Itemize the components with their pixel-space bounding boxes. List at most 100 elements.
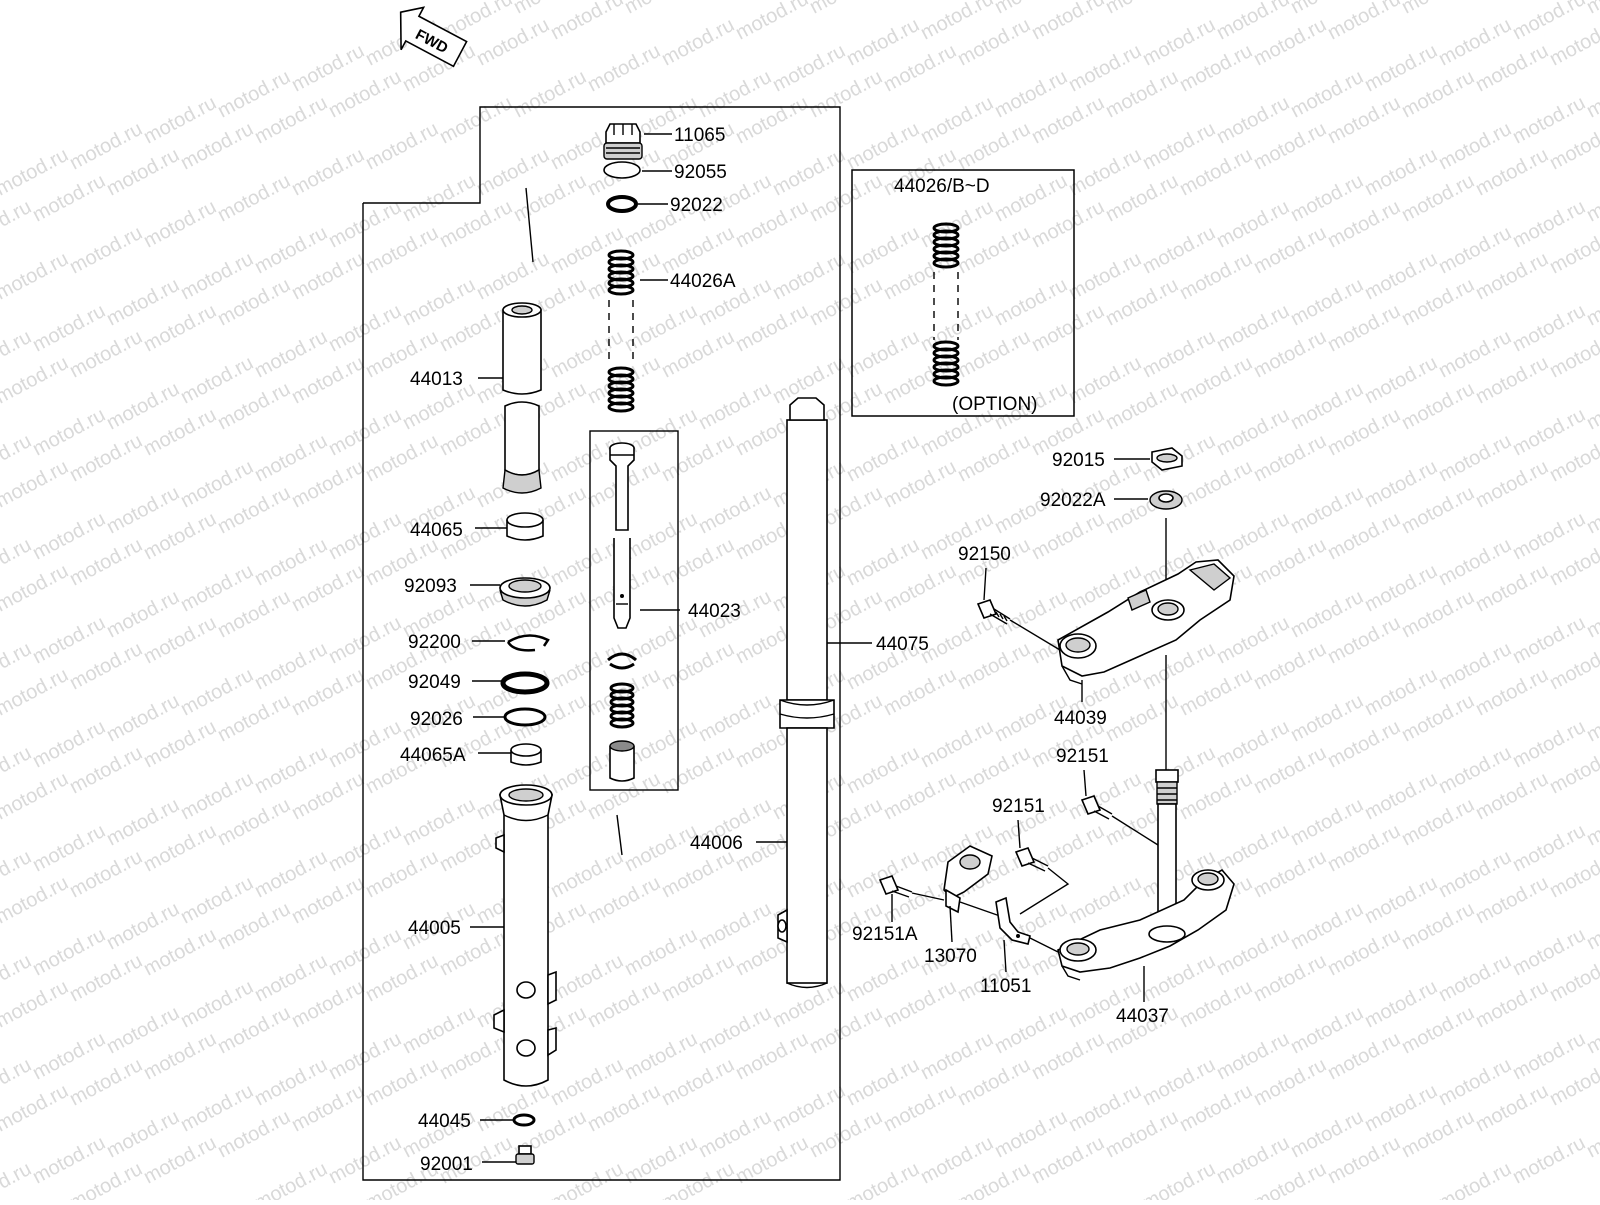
bolt-92151-upper bbox=[1080, 795, 1113, 820]
watermark-text: motod.ru bbox=[0, 1158, 35, 1200]
label-44005: 44005 bbox=[408, 918, 461, 939]
watermark-text: motod.ru bbox=[843, 1158, 923, 1200]
watermark-text: motod.ru bbox=[658, 14, 738, 70]
watermark-text: motod.ru bbox=[288, 144, 368, 200]
outer-tube-44005 bbox=[493, 784, 557, 1087]
spring-coil bbox=[932, 375, 960, 387]
label-92200: 92200 bbox=[408, 632, 461, 653]
watermark-text: motod.ru bbox=[0, 456, 72, 512]
label-92049: 92049 bbox=[408, 672, 461, 693]
watermark-text: motod.ru bbox=[510, 66, 590, 122]
label-13070: 13070 bbox=[924, 946, 977, 967]
label-92001: 92001 bbox=[420, 1154, 473, 1175]
dust-seal-92093 bbox=[499, 577, 551, 607]
label-92022: 92022 bbox=[670, 195, 723, 216]
label-44065A: 44065A bbox=[400, 745, 466, 766]
bushing-44065 bbox=[506, 512, 544, 541]
steering-stem-44037 bbox=[1057, 769, 1235, 981]
watermark-text: motod.ru bbox=[1583, 170, 1600, 226]
label-92055: 92055 bbox=[674, 162, 727, 183]
watermark-text: motod.ru bbox=[0, 1080, 72, 1136]
fork-assembly-frame bbox=[362, 106, 841, 1181]
watermark-text: motod.ru bbox=[251, 1158, 331, 1200]
label-11051: 11051 bbox=[980, 976, 1031, 997]
watermark-text: motod.ru bbox=[547, 0, 627, 44]
oil-seal-92049 bbox=[500, 671, 550, 695]
bracket-11051 bbox=[995, 896, 1031, 945]
watermark-text: motod.ru bbox=[806, 0, 886, 18]
label-44065: 44065 bbox=[410, 520, 463, 541]
watermark-text: motod.ru bbox=[0, 976, 72, 1032]
damper-rod-44023 bbox=[607, 442, 637, 782]
pointer-line bbox=[1019, 867, 1070, 915]
watermark-text: motod.ru bbox=[1583, 586, 1600, 642]
watermark-text: motod.ru bbox=[1583, 378, 1600, 434]
label-92026: 92026 bbox=[410, 709, 463, 730]
bolt-92151A bbox=[878, 875, 913, 898]
pointer-line bbox=[1029, 937, 1059, 953]
watermark-text: motod.ru bbox=[1583, 1002, 1600, 1058]
label-11065: 11065 bbox=[674, 125, 725, 146]
watermark-text: motod.ru bbox=[1583, 274, 1600, 330]
label-44075: 44075 bbox=[876, 634, 929, 655]
label-option: (OPTION) bbox=[952, 394, 1038, 415]
spring-coil bbox=[609, 717, 635, 729]
label-92015: 92015 bbox=[1052, 450, 1105, 471]
watermark-text: motod.ru bbox=[1028, 0, 1108, 44]
label-44039: 44039 bbox=[1054, 708, 1107, 729]
label-92151A: 92151A bbox=[852, 924, 918, 945]
washer-44045 bbox=[512, 1113, 536, 1127]
watermark-text: motod.ru bbox=[0, 560, 72, 616]
bushing-44065A bbox=[510, 743, 542, 766]
fork-leg-44075 bbox=[777, 397, 835, 989]
pointer-line bbox=[959, 901, 1001, 917]
watermark-text: motod.ru bbox=[140, 196, 220, 252]
watermark-text: motod.ru bbox=[1398, 0, 1478, 18]
washer-92022 bbox=[606, 195, 638, 213]
watermark-text: motod.ru bbox=[1583, 482, 1600, 538]
washer-92026 bbox=[503, 707, 547, 727]
watermark-text: motod.ru bbox=[0, 664, 72, 720]
label-44026A: 44026A bbox=[670, 271, 736, 292]
watermark-text: motod.ru bbox=[214, 170, 294, 226]
label-44045: 44045 bbox=[418, 1111, 471, 1132]
watermark-text: motod.ru bbox=[584, 40, 664, 96]
label-44037: 44037 bbox=[1116, 1006, 1169, 1027]
fork-spring-44026A bbox=[607, 249, 635, 413]
label-92022A: 92022A bbox=[1040, 490, 1106, 511]
top-cap-bolt bbox=[603, 123, 643, 160]
watermark-text: motod.ru bbox=[621, 0, 701, 18]
leader-lines bbox=[470, 133, 1150, 1163]
watermark-text: motod.ru bbox=[1583, 794, 1600, 850]
pointer-line bbox=[911, 892, 945, 901]
pointer-line bbox=[1111, 815, 1159, 846]
drain-bolt-92001 bbox=[515, 1145, 535, 1165]
fork-spring-option bbox=[932, 222, 960, 387]
watermark-text: motod.ru bbox=[1583, 690, 1600, 746]
retaining-clip-92200 bbox=[506, 634, 550, 652]
pointer-line bbox=[616, 814, 623, 856]
watermark-text: motod.ru bbox=[0, 872, 72, 928]
watermark-text: motod.ru bbox=[436, 92, 516, 148]
label-92151-upper: 92151 bbox=[1056, 746, 1109, 767]
watermark-text: motod.ru bbox=[1509, 1132, 1589, 1188]
watermark-text: motod.ru bbox=[1583, 0, 1600, 18]
watermark-text: motod.ru bbox=[1435, 1158, 1515, 1200]
watermark-text: motod.ru bbox=[66, 222, 146, 278]
nut-92015 bbox=[1151, 447, 1183, 471]
option-box bbox=[851, 169, 1075, 417]
watermark-text: motod.ru bbox=[732, 0, 812, 44]
label-92151-lower: 92151 bbox=[992, 796, 1045, 817]
o-ring-92055 bbox=[603, 161, 641, 179]
pointer-line bbox=[1009, 619, 1061, 651]
bolt-92151-lower bbox=[1014, 847, 1049, 872]
label-44026BD: 44026/B~D bbox=[894, 176, 990, 197]
watermark-text: motod.ru bbox=[1583, 898, 1600, 954]
cable-guide-13070 bbox=[943, 845, 993, 914]
watermark-text: motod.ru bbox=[1583, 66, 1600, 122]
watermark-text: motod.ru bbox=[1324, 0, 1404, 44]
label-92150: 92150 bbox=[958, 544, 1011, 565]
watermark-text: motod.ru bbox=[1102, 0, 1182, 18]
